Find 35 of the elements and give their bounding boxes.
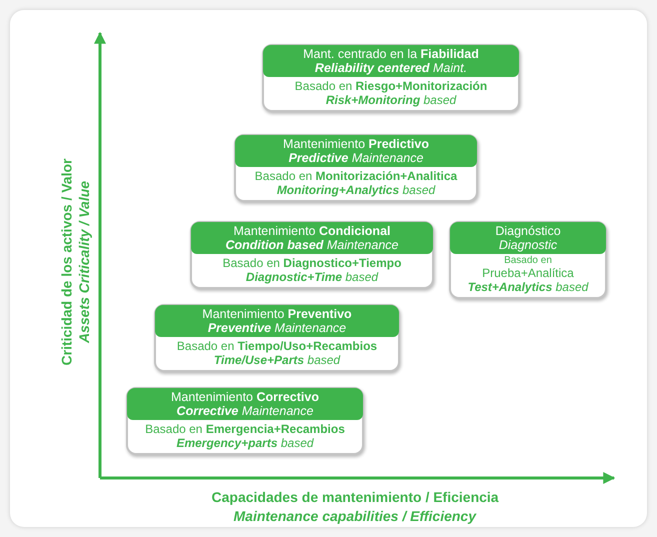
maintenance-card xyxy=(126,387,364,455)
card-description: Monitoring+Analytics based xyxy=(276,183,436,197)
card-title: Mant. centrado en la Fiabilidad xyxy=(302,47,480,61)
card-description: Basado en Emergencia+Recambios xyxy=(144,422,346,436)
card-description: Basado en xyxy=(503,256,553,266)
card-description: Emergency+parts based xyxy=(175,436,315,450)
card-title: Mantenimiento Predictivo xyxy=(282,137,430,151)
maintenance-card xyxy=(154,304,400,372)
card-title: Diagnóstico xyxy=(494,224,562,238)
card-description: Prueba+Analítica xyxy=(481,266,575,280)
card-title: Corrective Maintenance xyxy=(176,404,314,418)
card-description: Time/Use+Parts based xyxy=(212,353,342,367)
card-title: Predictive Maintenance xyxy=(288,151,424,165)
maintenance-card xyxy=(190,221,434,289)
card-title: Mantenimiento Correctivo xyxy=(170,390,320,404)
card-description: Basado en Tiempo/Uso+Recambios xyxy=(176,339,378,353)
card-description: Basado en Diagnostico+Tiempo xyxy=(222,256,402,270)
card-title: Condition based Maintenance xyxy=(224,238,400,252)
card-description: Basado en Monitorización+Analitica xyxy=(254,169,458,183)
card-title: Mantenimiento Condicional xyxy=(232,224,392,238)
card-title: Mantenimiento Preventivo xyxy=(201,307,353,321)
card-description: Risk+Monitoring based xyxy=(324,93,458,107)
card-description: Basado en Riesgo+Monitorización xyxy=(294,79,488,93)
maintenance-card xyxy=(262,44,520,112)
axis-label: Capacidades de mantenimiento / Eficiencia xyxy=(212,488,499,506)
card-description: Test+Analytics based xyxy=(466,280,590,294)
maintenance-card xyxy=(234,134,478,202)
card-description: Diagnostic+Time based xyxy=(244,270,380,284)
card-title: Diagnostic xyxy=(498,238,558,252)
card-title: Preventive Maintenance xyxy=(206,321,348,335)
axis-label: Criticidad de los activos / Valor xyxy=(56,158,75,366)
axis-label: Assets Criticality / Value xyxy=(75,180,94,344)
axis-label: Maintenance capabilities / Efficiency xyxy=(234,507,476,525)
card-title: Reliability centered Maint. xyxy=(314,61,468,75)
maintenance-card xyxy=(449,221,607,299)
